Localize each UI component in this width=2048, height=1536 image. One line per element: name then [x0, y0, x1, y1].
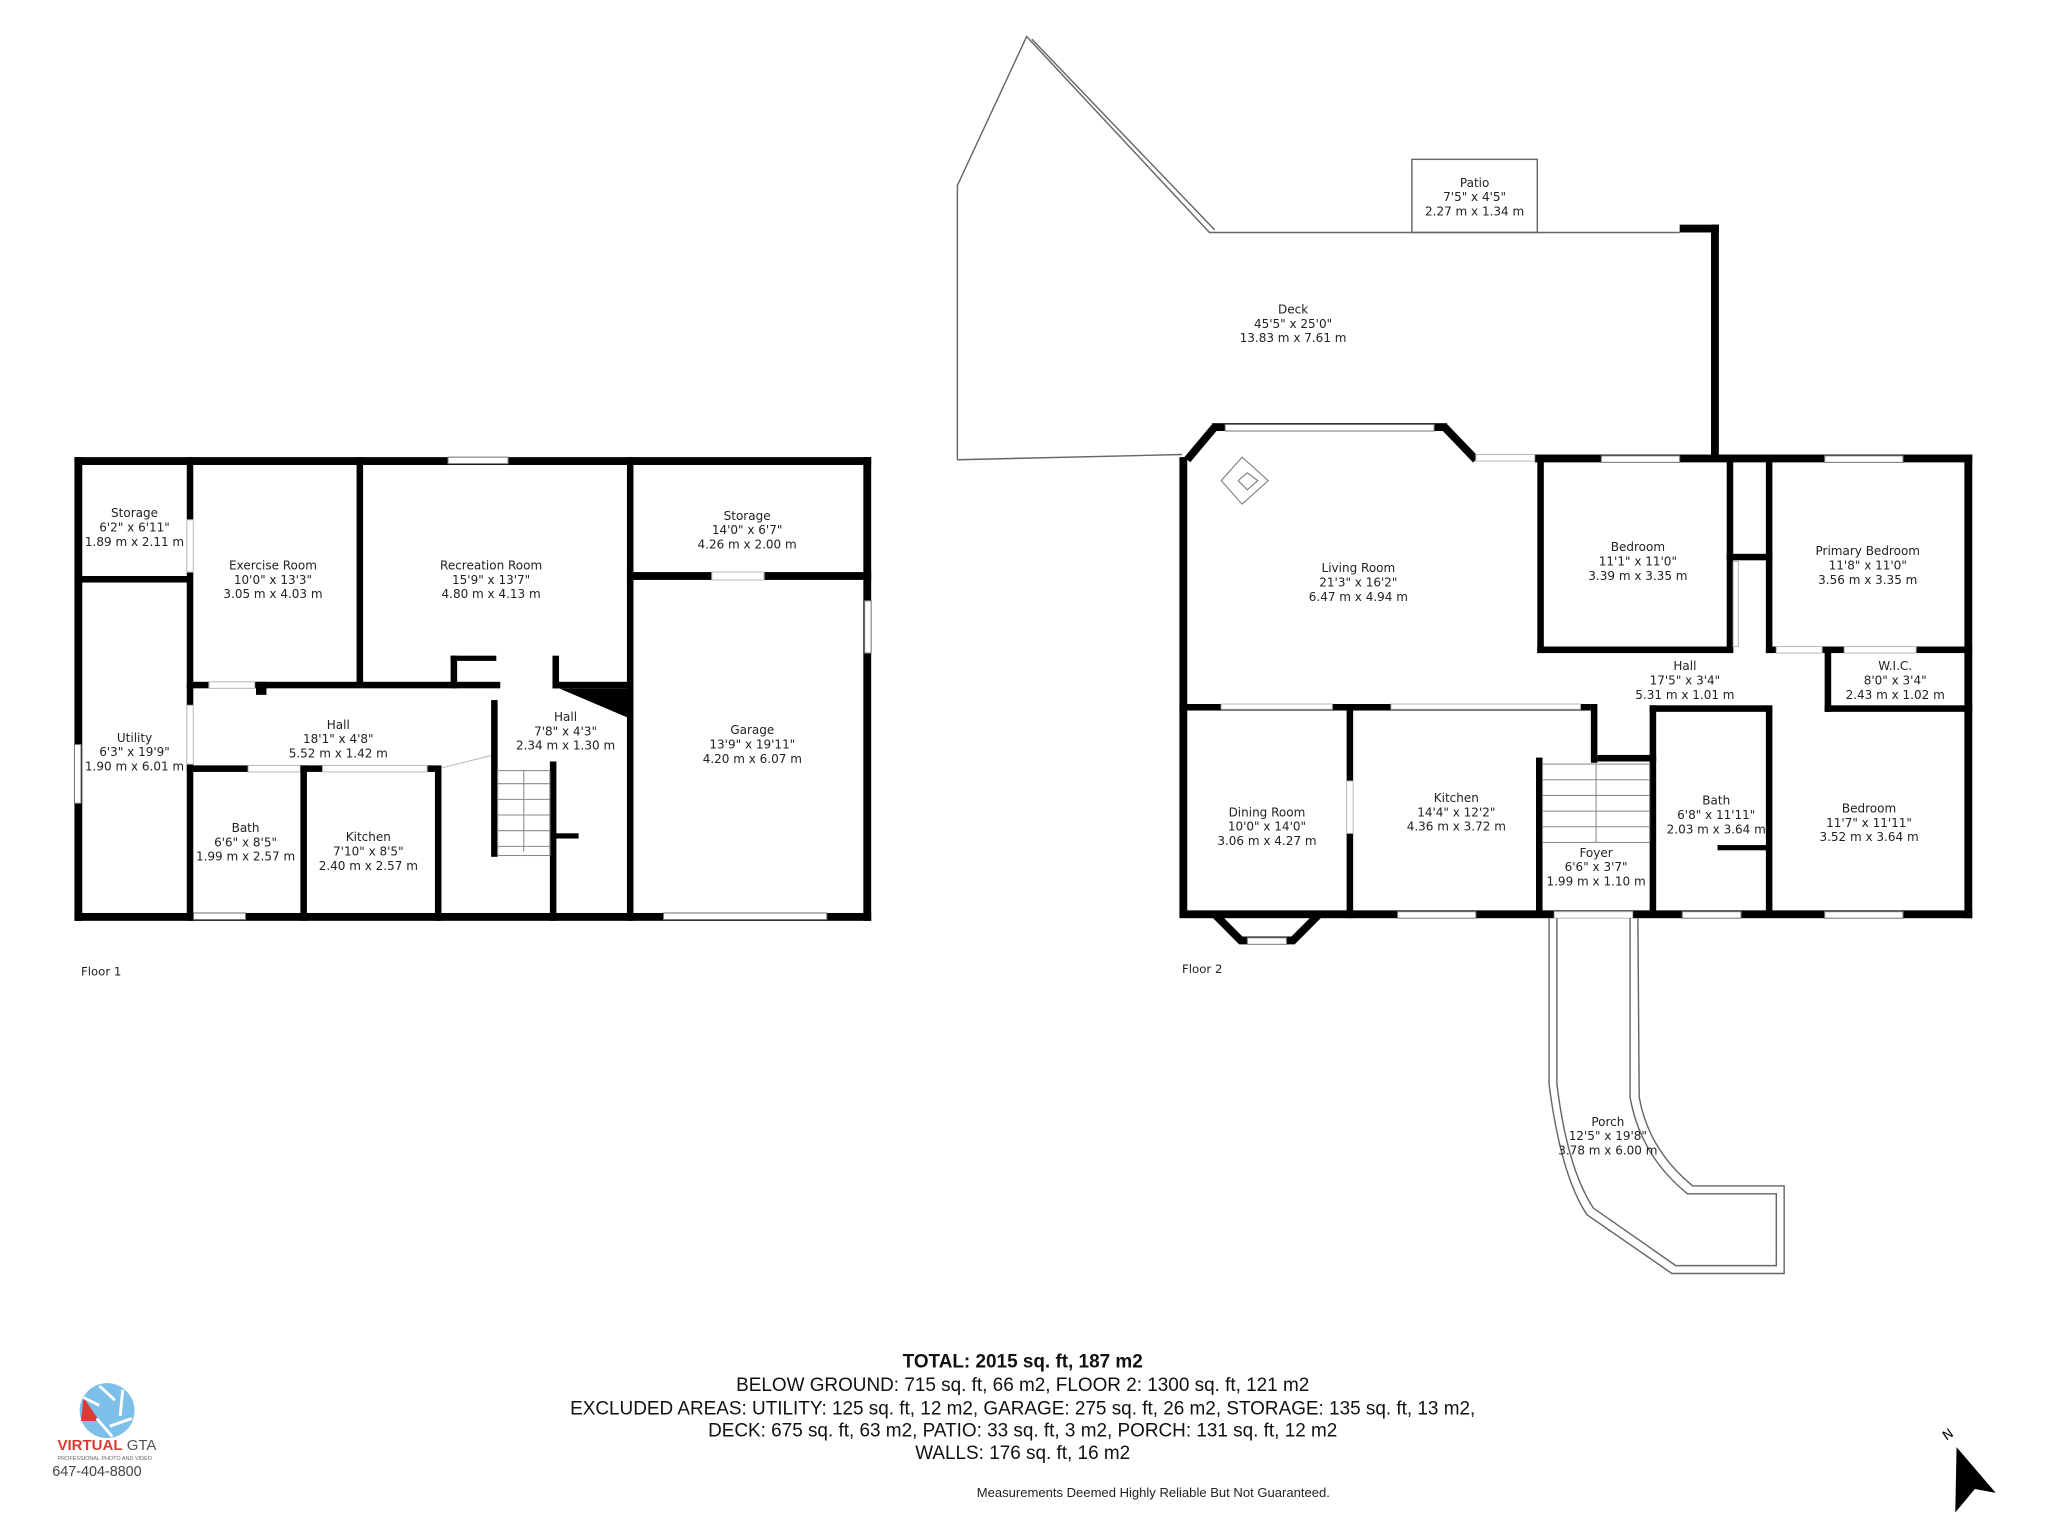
brand-name-1: VIRTUAL — [57, 1437, 122, 1454]
area-summary: TOTAL: 2015 sq. ft, 187 m2 BELOW GROUND:… — [570, 1352, 1475, 1500]
patio-outline — [1411, 158, 1539, 234]
summary-line: BELOW GROUND: 715 sq. ft, 66 m2, FLOOR 2… — [736, 1375, 1309, 1396]
virtual-gta-logo: VIRTUAL GTA PROFESSIONAL PHOTO AND VIDEO… — [52, 1383, 156, 1480]
porch-outline — [1548, 918, 1785, 1275]
camera-aperture-icon — [79, 1383, 135, 1439]
disclaimer: Measurements Deemed Highly Reliable But … — [977, 1485, 1330, 1500]
brand-tagline: PROFESSIONAL PHOTO AND VIDEO — [57, 1456, 152, 1462]
floor-1-plan — [73, 456, 872, 921]
summary-line: WALLS: 176 sq. ft, 16 m2 — [915, 1443, 1130, 1464]
north-label: N — [1940, 1426, 1957, 1444]
floor-2-plan — [956, 35, 1973, 1275]
floor-1-title: Floor 1 — [81, 965, 121, 979]
room-label: W.I.C.8'0" x 3'4"2.43 m x 1.02 m — [1846, 659, 1945, 702]
fireplace-icon — [1220, 456, 1270, 505]
brand-phone: 647-404-8800 — [52, 1464, 141, 1480]
summary-line: DECK: 675 sq. ft, 63 m2, PATIO: 33 sq. f… — [708, 1421, 1337, 1442]
total-area: TOTAL: 2015 sq. ft, 187 m2 — [903, 1352, 1143, 1373]
brand-name-2: GTA — [127, 1437, 157, 1454]
staircase — [1542, 763, 1651, 843]
summary-line: EXCLUDED AREAS: UTILITY: 125 sq. ft, 12 … — [570, 1399, 1475, 1420]
floor-2-title: Floor 2 — [1182, 962, 1222, 976]
staircase — [497, 770, 551, 857]
deck-outline — [956, 35, 1680, 460]
north-arrow-icon: N — [1940, 1426, 1996, 1513]
